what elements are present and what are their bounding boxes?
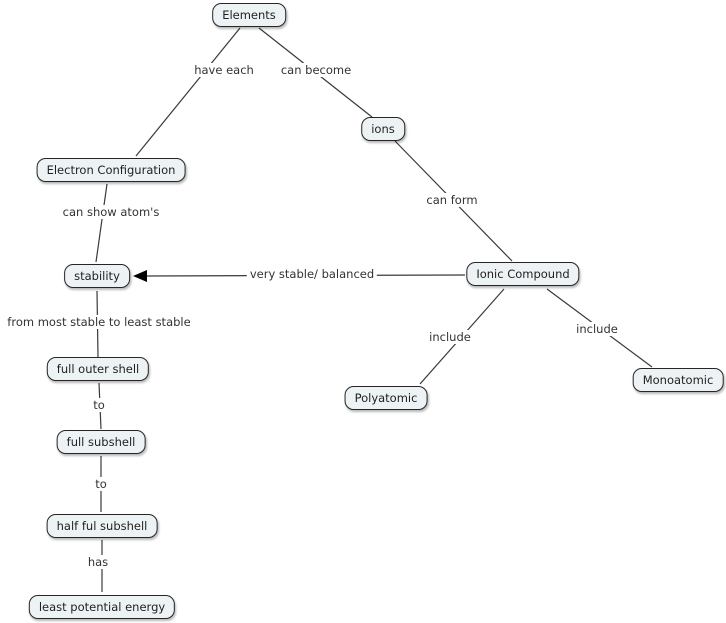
link-label-from-most-stable-to-least-stable[interactable]: from most stable to least stable	[4, 315, 194, 329]
link-label-include-left[interactable]: include	[426, 330, 474, 344]
node-least-potential-energy[interactable]: least potential energy	[28, 595, 176, 619]
link-label-to-1[interactable]: to	[90, 398, 108, 412]
link-label-can-form[interactable]: can form	[423, 193, 481, 207]
link-label-has[interactable]: has	[84, 555, 112, 569]
edge-electron-configuration-stability	[95, 183, 108, 263]
node-elements[interactable]: Elements	[212, 3, 286, 27]
node-full-outer-shell[interactable]: full outer shell	[46, 357, 150, 381]
arrowhead-to-stability-icon	[133, 270, 147, 282]
node-full-subshell[interactable]: full subshell	[56, 430, 146, 454]
link-label-very-stable-balanced[interactable]: very stable/ balanced	[246, 267, 378, 281]
node-half-ful-subshell[interactable]: half ful subshell	[46, 514, 158, 538]
link-label-can-become[interactable]: can become	[277, 63, 355, 77]
node-ionic-compound[interactable]: Ionic Compound	[466, 262, 580, 286]
node-stability[interactable]: stability	[64, 264, 130, 288]
node-electron-configuration[interactable]: Electron Configuration	[36, 158, 186, 182]
link-label-have-each[interactable]: have each	[191, 63, 257, 77]
link-label-include-right[interactable]: include	[573, 322, 621, 336]
node-ions[interactable]: ions	[361, 117, 405, 141]
edge-elements-electron-configuration	[135, 27, 241, 157]
node-polyatomic[interactable]: Polyatomic	[344, 386, 428, 410]
link-label-can-show-atoms[interactable]: can show atom's	[59, 205, 163, 219]
node-monoatomic[interactable]: Monoatomic	[632, 368, 724, 392]
link-label-to-2[interactable]: to	[92, 477, 110, 491]
